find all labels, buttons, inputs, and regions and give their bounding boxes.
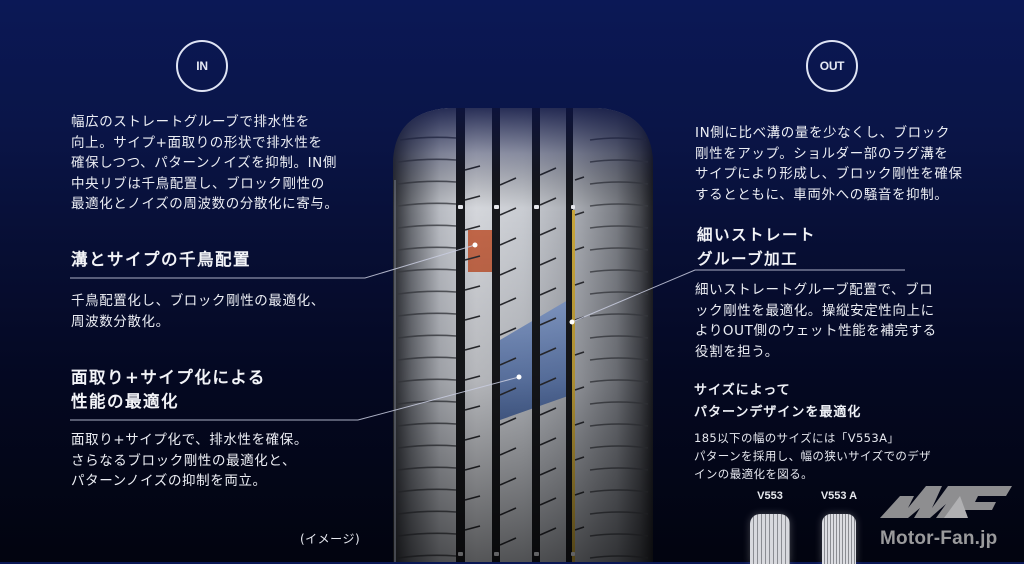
feature-description-chamfer-sipe: 面取り+サイプ化で、排水性を確保。 さらなるブロック剛性の最適化と、 パターンノ… xyxy=(71,432,308,489)
variant-tire-thumbnail xyxy=(750,514,790,564)
feature-heading-thin-straight-groove: 細いストレート グルーブ加工 xyxy=(697,225,817,268)
variant-label: V553 A xyxy=(820,490,858,502)
feature-heading-chamfer-sipe: 面取り+サイプ化による 性能の最適化 xyxy=(71,368,266,411)
feature-heading-staggered-layout: 溝とサイプの千鳥配置 xyxy=(71,250,251,269)
feature-description-thin-straight-groove: 細いストレートグルーブ配置で、ブロ ック剛性を最適化。操縦安定性向上に よりOU… xyxy=(695,282,937,360)
tire-illustration xyxy=(388,100,658,562)
feature-description-staggered-layout: 千鳥配置化し、ブロック剛性の最適化、 周波数分散化。 xyxy=(71,293,325,330)
out-side-description: IN側に比べ溝の量を少なくし、ブロック 剛性をアップ。ショルダー部のラグ溝を サ… xyxy=(695,125,963,203)
image-caption: (イメージ) xyxy=(300,532,361,546)
in-side-badge: IN xyxy=(176,40,228,92)
variant-label: V553 xyxy=(757,490,783,502)
out-side-badge: OUT xyxy=(806,40,858,92)
variant-tire-thumbnail xyxy=(822,514,856,564)
mf-logo-icon xyxy=(880,486,1012,518)
size-optimization-description: 185以下の幅のサイズには「V553A」 パターンを採用し、幅の狭いサイズでのデ… xyxy=(694,431,932,481)
variant-v553: V553 xyxy=(745,490,795,564)
size-optimization-heading: サイズによって パターンデザインを最適化 xyxy=(694,383,862,420)
watermark-text: Motor-Fan.jp xyxy=(880,528,998,549)
in-side-description: 幅広のストレートグルーブで排水性を 向上。サイプ+面取りの形状で排水性を 確保し… xyxy=(71,114,339,212)
variant-v553a: V553 A xyxy=(812,490,866,564)
motor-fan-watermark: Motor-Fan.jp xyxy=(878,482,1018,558)
